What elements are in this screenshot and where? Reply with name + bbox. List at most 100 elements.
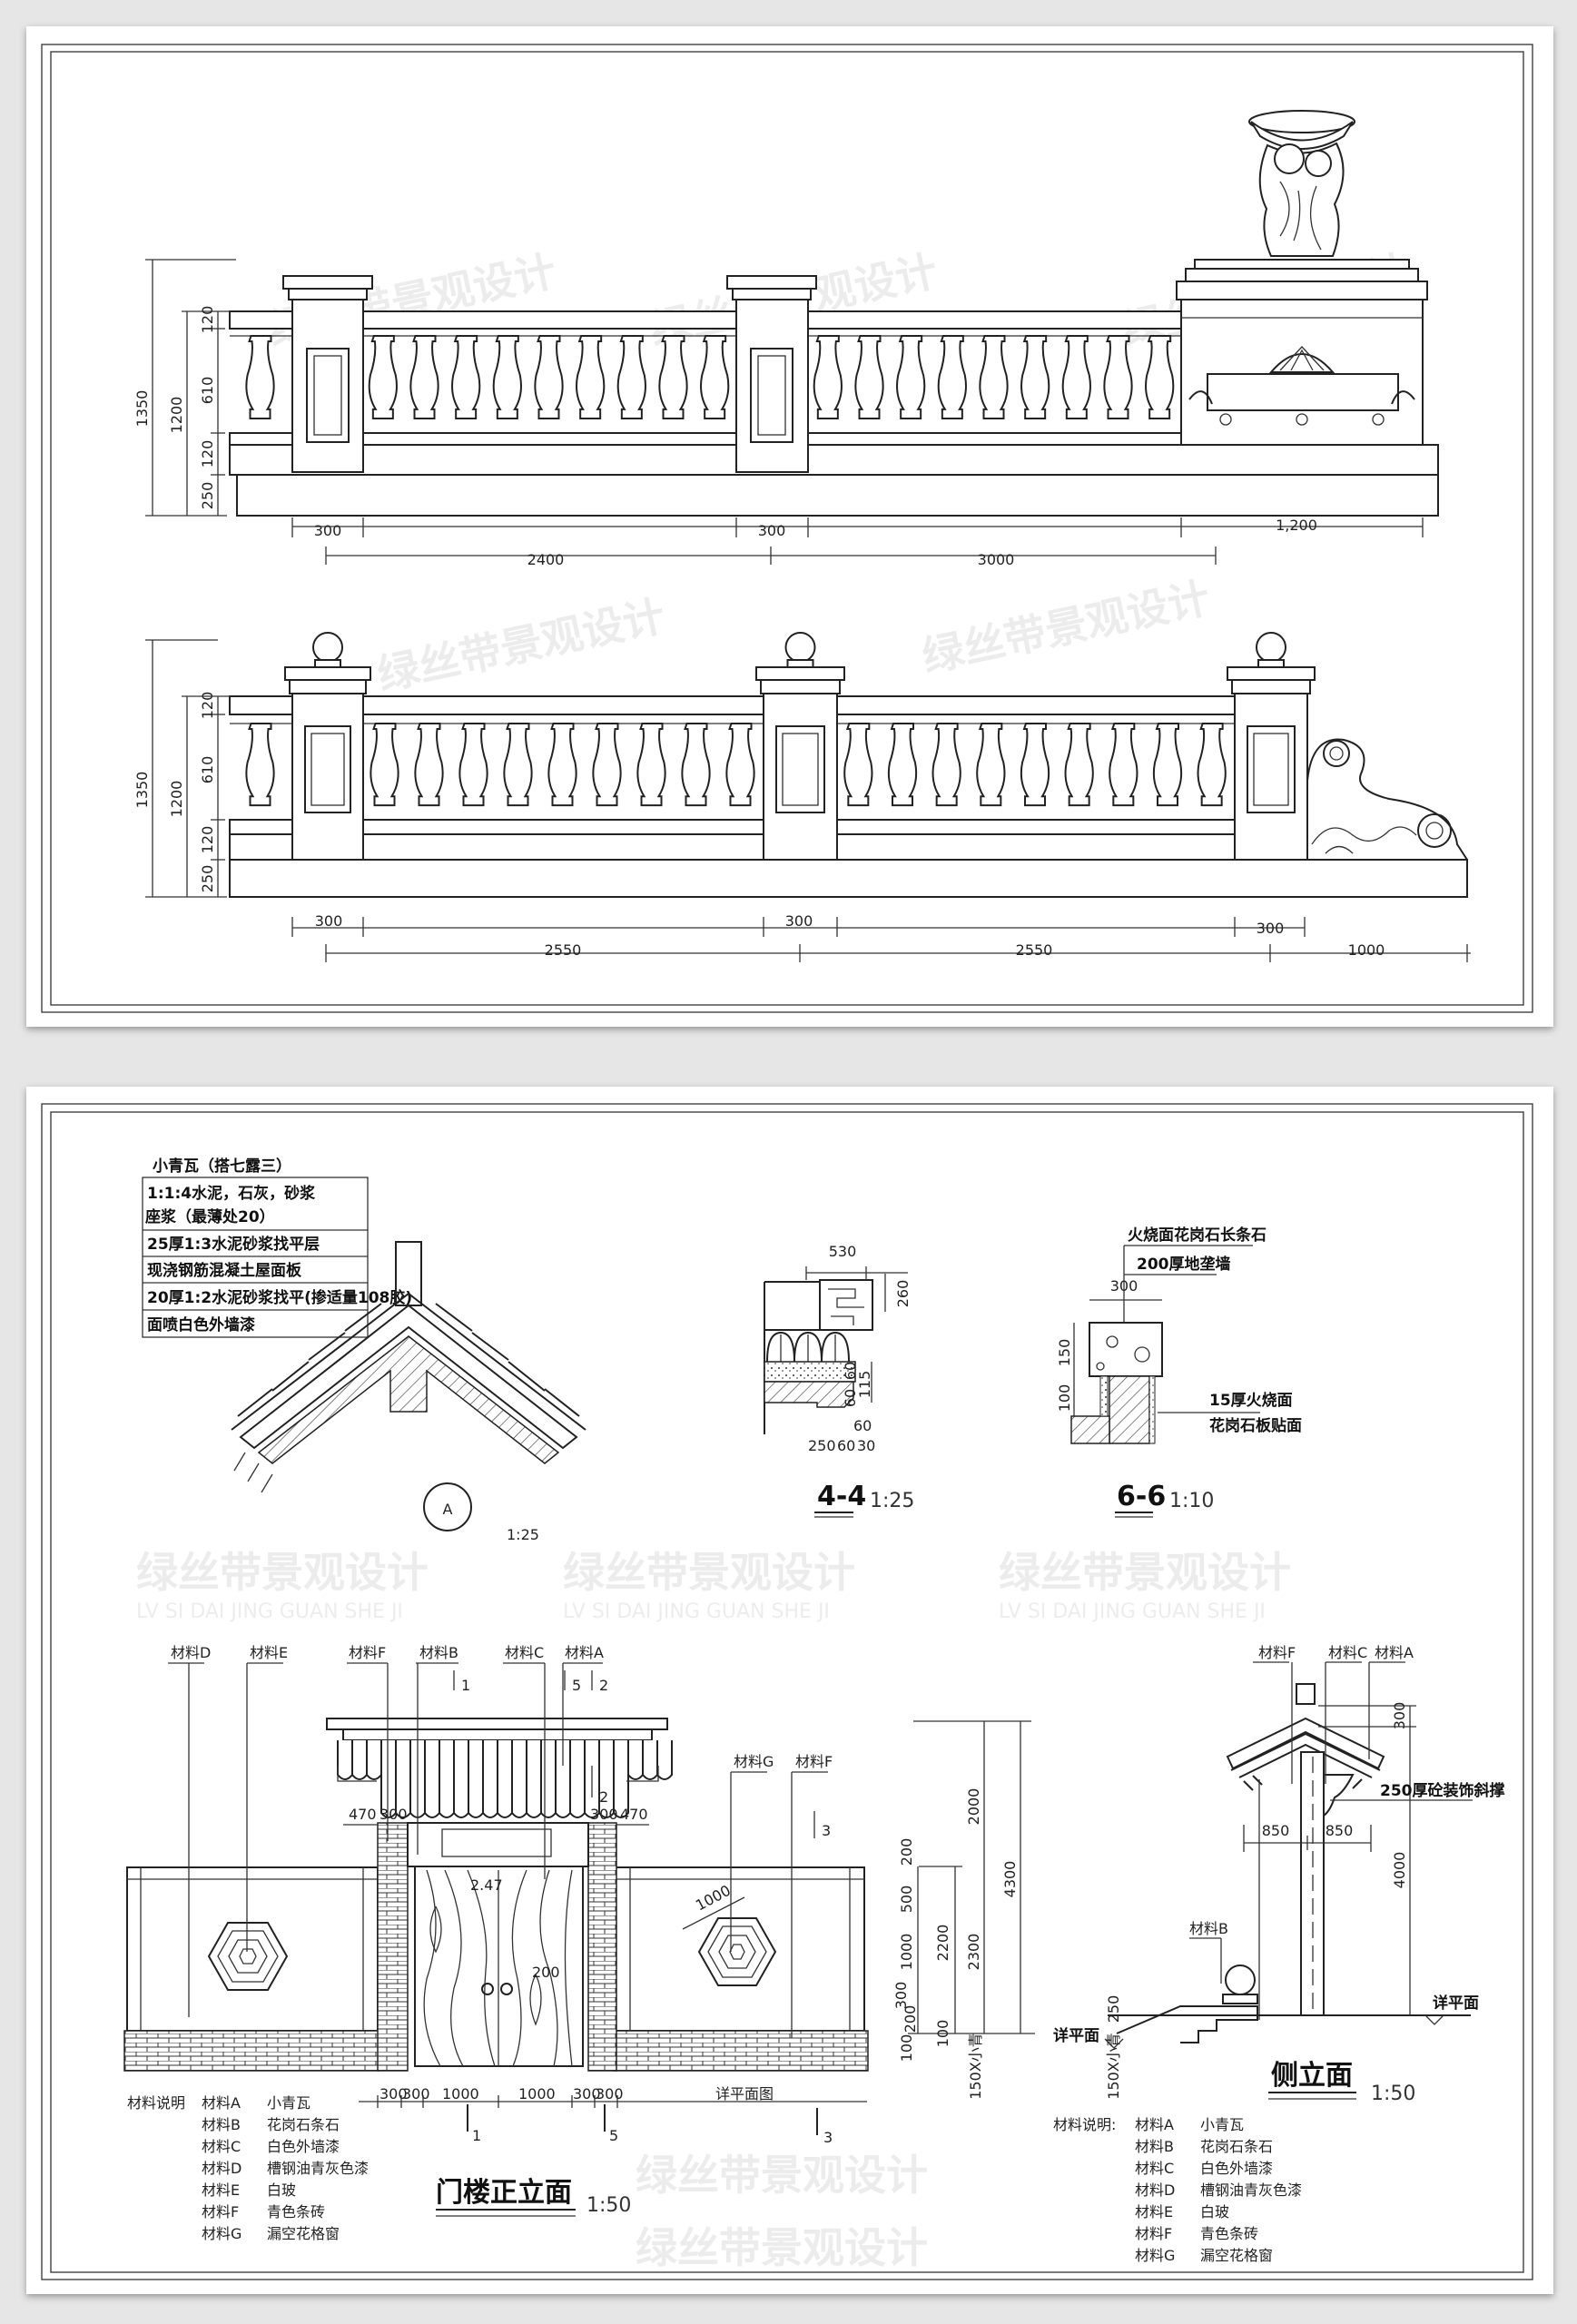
- dim-middle: 610: [199, 756, 216, 784]
- plan-reference: 详平面图: [715, 2085, 774, 2102]
- legend-name: 白色外墙漆: [267, 2138, 340, 2155]
- legend-name: 漏空花格窗: [267, 2225, 340, 2242]
- legend-code: 材料F: [1135, 2225, 1172, 2242]
- legend-code: 材料E: [1135, 2203, 1173, 2221]
- dim-span-1: 2400: [527, 551, 565, 568]
- dim-base: 250: [199, 865, 216, 893]
- roof-tile: [526, 1740, 542, 1818]
- legend-code: 材料B: [1135, 2138, 1174, 2155]
- roof-tile: [569, 1740, 586, 1818]
- drawing-scale: 1:50: [1371, 2083, 1415, 2105]
- baluster: [896, 335, 926, 419]
- baluster: [931, 723, 961, 807]
- section-4-4: 530 260 60 115 60 250 60 60 30 4-4 1:25: [764, 1243, 914, 1518]
- svg-text:绿丝带景观设计: 绿丝带景观设计: [999, 1548, 1291, 1597]
- brick-pillar: [587, 1822, 617, 2072]
- baluster: [1061, 335, 1091, 419]
- roof-tile: [613, 1740, 629, 1818]
- roof-tile: [627, 1740, 644, 1780]
- baluster: [979, 335, 1009, 419]
- gate-side-elevation: 材料F 材料C 材料A 材料B 300 250厚砼装饰斜撑 850 850 40…: [1053, 1644, 1505, 2105]
- plinth: [229, 444, 1439, 476]
- dim-250: 250: [808, 1437, 836, 1454]
- callout-material-c: 材料C: [1328, 1644, 1367, 1661]
- svg-text:LV SI DAI JING GUAN SHE JI: LV SI DAI JING GUAN SHE JI: [563, 1600, 830, 1623]
- gate-front-elevation: 材料F 材料B 材料C 材料A 材料D 材料E 材料G 材料F 1 5 2 2 …: [123, 1644, 1035, 2217]
- dim-total-height: 1350: [133, 772, 151, 809]
- callout-material-g: 材料G: [734, 1753, 774, 1770]
- roof-tile: [656, 1740, 673, 1780]
- roof-tile: [511, 1740, 527, 1818]
- roof-tile: [642, 1740, 658, 1780]
- dim-middle: 610: [199, 377, 216, 405]
- layer-label: 20厚1:2水泥砂浆找平(掺适量108胶): [147, 1288, 412, 1307]
- baluster: [1145, 335, 1175, 419]
- post: [726, 275, 817, 473]
- dim-bottom: 300: [402, 2085, 430, 2102]
- dim-top: 120: [199, 692, 216, 720]
- legend-code: 材料A: [1135, 2116, 1174, 2133]
- dim-200: 200: [532, 1964, 560, 1981]
- callout-material-a: 材料A: [565, 1644, 604, 1661]
- legend-code: 材料G: [202, 2225, 241, 2242]
- dim-width: 300: [1110, 1277, 1138, 1295]
- baluster: [245, 335, 275, 419]
- baluster: [547, 723, 577, 807]
- legend-name: 花岗石条石: [1200, 2138, 1273, 2155]
- dimension-lines: [145, 259, 1424, 565]
- dim-bottom: 1000: [442, 2085, 479, 2102]
- roof-tile: [540, 1740, 557, 1818]
- dim-850: 850: [1262, 1822, 1290, 1839]
- dim-width: 530: [829, 1243, 857, 1260]
- base-step: [229, 859, 1468, 898]
- baluster: [1064, 723, 1094, 807]
- dim-span-2: 3000: [978, 551, 1015, 568]
- roof-tile: [439, 1740, 455, 1818]
- svg-text:绿丝带景观设计: 绿丝带景观设计: [636, 2151, 928, 2200]
- dim-post-1: 300: [314, 522, 342, 539]
- legend-name: 白色外墙漆: [1200, 2160, 1273, 2177]
- dim-4000: 4000: [1391, 1852, 1408, 1889]
- legend-code: 材料G: [1135, 2247, 1175, 2264]
- baluster: [616, 335, 646, 419]
- dim-end: 1000: [1348, 941, 1385, 959]
- dimension-lines: [145, 639, 1471, 962]
- roof-tile: [351, 1740, 368, 1780]
- callout-material-c: 材料C: [505, 1644, 544, 1661]
- section-title: 6-6: [1117, 1481, 1166, 1512]
- detail-marker: A: [443, 1501, 453, 1518]
- baluster: [1109, 723, 1138, 807]
- baluster: [976, 723, 1006, 807]
- post-with-ball-finial: [1227, 632, 1316, 861]
- legend-heading: 材料说明:: [1053, 2116, 1116, 2133]
- legend-name: 青色条砖: [1200, 2225, 1258, 2242]
- bracket-label: 250厚砼装饰斜撑: [1380, 1781, 1505, 1800]
- baluster: [592, 723, 622, 807]
- ball-finial: [784, 632, 816, 663]
- dim-post-2: 300: [785, 912, 813, 930]
- baluster-group: [245, 335, 1175, 419]
- dim-300: 300: [892, 1982, 910, 2010]
- roof-tile: [424, 1740, 440, 1818]
- label: 200厚地垄墙: [1137, 1255, 1231, 1274]
- baluster: [1152, 723, 1183, 807]
- svg-text:LV SI DAI JING GUAN SHE JI: LV SI DAI JING GUAN SHE JI: [136, 1600, 403, 1623]
- dim-bottom: 120: [199, 440, 216, 468]
- legend-name: 白玻: [267, 2181, 296, 2199]
- roof-tile: [482, 1740, 498, 1818]
- dim-total-height: 1350: [133, 390, 151, 428]
- dim-150: 150: [1056, 1339, 1073, 1367]
- base-step: [236, 474, 1439, 517]
- ridge: [326, 1718, 668, 1730]
- plan-reference: 详平面: [1053, 2026, 1099, 2045]
- roof-tile: [337, 1740, 353, 1780]
- baluster: [503, 723, 533, 807]
- legend-code: 材料B: [202, 2116, 241, 2133]
- dim-60: 60: [842, 1362, 859, 1380]
- roof-tile: [468, 1740, 484, 1818]
- baluster: [245, 723, 275, 807]
- baluster: [458, 723, 488, 807]
- dim-bottom: 1000: [518, 2085, 556, 2102]
- section-mark: 3: [823, 2129, 833, 2146]
